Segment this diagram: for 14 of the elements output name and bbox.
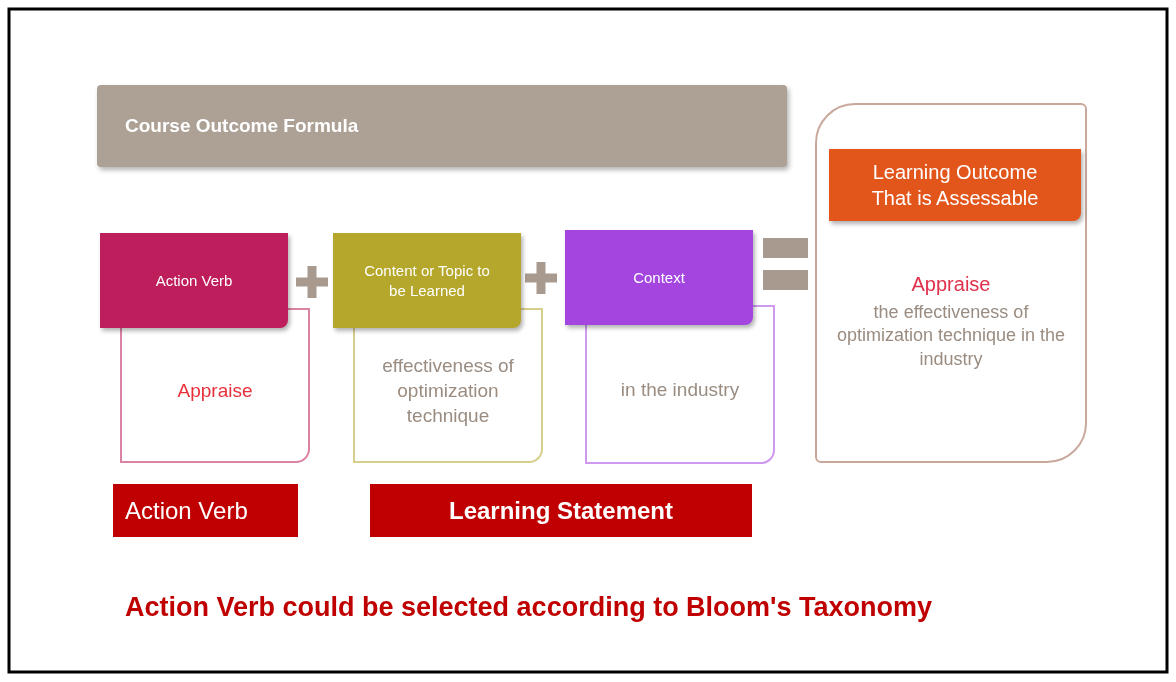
outcome-statement: the effectiveness of optimization technique in the industry: [835, 301, 1067, 371]
label-bar: [370, 484, 752, 537]
card-header: Action Verb: [100, 233, 288, 328]
band-title: Course Outcome Formula: [125, 115, 359, 137]
card-header: Context: [565, 230, 753, 325]
bar-label: Action Verb: [125, 496, 248, 525]
outcome-verb: Appraise: [910, 273, 992, 296]
outcome-panel: [815, 103, 1087, 463]
outcome-header: Learning Outcome That is Assessable: [829, 149, 1081, 221]
title-band: [97, 85, 787, 167]
note-text: Action Verb could be selected according to Bloom's Taxonomy: [125, 592, 933, 623]
label-bar: [113, 484, 298, 537]
card-header: Content or Topic to be Learned: [333, 233, 521, 328]
bar-label: Learning Statement: [448, 496, 673, 525]
